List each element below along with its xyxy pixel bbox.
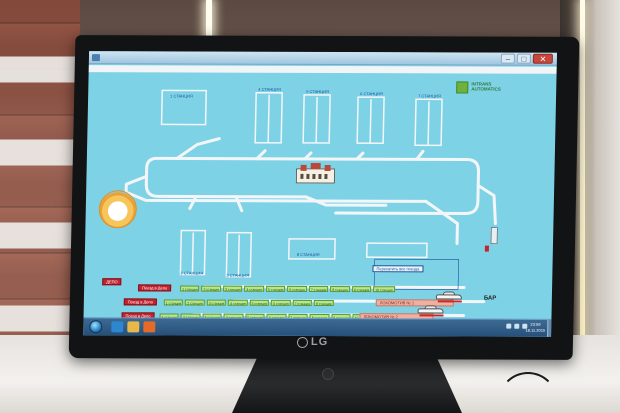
station-cell[interactable]: 2 станция	[201, 285, 222, 292]
start-orb-icon[interactable]	[89, 320, 103, 334]
led-light-strip	[580, 0, 585, 413]
car-icon	[417, 305, 444, 317]
clock[interactable]: 23:59 18.11.2015	[525, 322, 545, 334]
station-cell[interactable]: 7 станция	[292, 299, 313, 306]
system-tray	[506, 323, 528, 329]
station-cell[interactable]: 10 станция	[373, 286, 395, 293]
station-label-8: 8 СТАНЦИЯ	[296, 251, 320, 257]
station-cell[interactable]: 1 станция	[180, 285, 200, 292]
station-cell[interactable]: 3 станция	[206, 299, 227, 306]
transfer-all-trains-button[interactable]: Перекатить все поезда	[372, 265, 424, 273]
station-cell[interactable]: 6 станция	[287, 285, 307, 292]
station-cell[interactable]: 8 станция	[330, 286, 350, 293]
station-cell[interactable]: 7 станция	[308, 285, 329, 293]
central-station-icon	[295, 162, 336, 184]
maximize-button[interactable]: □	[516, 53, 531, 64]
window-titlebar[interactable]: – □ ✕	[88, 51, 557, 66]
monitor: LG – □ ✕	[68, 35, 580, 360]
row-button-1[interactable]: Поезд в Депо	[138, 284, 172, 292]
taskbar: 23:59 18.11.2015	[83, 317, 552, 337]
station-label-4: 4 СТАНЦИЯ	[258, 86, 282, 92]
minimize-button[interactable]: –	[500, 53, 515, 64]
station-label-2: 2 СТАНЦИЯ	[180, 270, 204, 276]
station-cell[interactable]: 3 станция	[222, 285, 243, 292]
station-cell[interactable]: 9 станция	[351, 286, 372, 293]
bar-label: БАР	[483, 295, 497, 302]
stand-button[interactable]	[322, 368, 334, 380]
tray-flag-icon[interactable]	[506, 323, 512, 329]
station-label-3: 3 СТАНЦИЯ	[226, 272, 250, 278]
brand-text: LG	[310, 335, 329, 349]
app-icon	[91, 54, 101, 62]
window-controls: – □ ✕	[500, 53, 553, 64]
lg-logo-icon	[296, 336, 309, 348]
tray-network-icon[interactable]	[514, 323, 520, 329]
media-icon[interactable]	[143, 321, 156, 333]
intrans-logo-icon	[456, 81, 469, 94]
ie-icon[interactable]	[111, 321, 124, 333]
station-cell[interactable]: 5 станция	[249, 299, 270, 306]
ceiling-light	[206, 0, 212, 42]
row-button-2[interactable]: Поезд в Депо	[123, 298, 157, 306]
logo-text: INTRANS AUTOMATICS	[471, 81, 501, 91]
cable	[498, 372, 558, 413]
folder-icon[interactable]	[127, 321, 140, 333]
station-cell[interactable]: 6 станция	[271, 299, 291, 306]
station-label-1: 1 СТАНЦИЯ	[170, 93, 193, 99]
station-cell[interactable]: 4 станция	[244, 285, 265, 292]
station-cell[interactable]: 5 станция	[265, 285, 286, 292]
track-layout	[124, 89, 498, 318]
close-button[interactable]: ✕	[532, 53, 553, 64]
logo-line2: AUTOMATICS	[471, 86, 501, 92]
station-cell[interactable]: 2 станция	[185, 299, 205, 306]
clock-date: 18.11.2015	[525, 327, 546, 333]
station-cell[interactable]: 4 станция	[228, 299, 248, 306]
screen: – □ ✕	[83, 51, 557, 337]
station-label-7: 7 СТАНЦИЯ	[418, 93, 441, 99]
railway-scheme: INTRANS AUTOMATICS 1 СТАНЦИЯ 4 СТАНЦИЯ 5…	[84, 72, 557, 321]
depot-alert-button[interactable]: ДЕПО	[102, 278, 122, 286]
show-desktop-button[interactable]	[547, 319, 552, 337]
locomotive-label-1: ЛОКОМОТИВ № 1	[379, 300, 415, 306]
monitor-logo: LG	[296, 334, 337, 350]
station-cell[interactable]: 1 станция	[163, 299, 184, 306]
station-label-6: 6 СТАНЦИЯ	[360, 91, 383, 97]
car-icon	[435, 291, 462, 303]
station-label-5: 5 СТАНЦИЯ	[306, 88, 329, 94]
station-cell[interactable]: 8 станция	[314, 299, 334, 307]
